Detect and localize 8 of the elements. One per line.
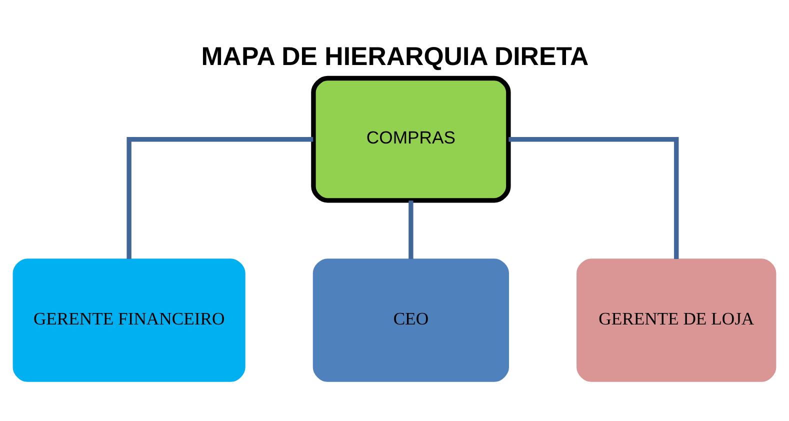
node-box: COMPRAS [311, 75, 511, 202]
diagram-title: MAPA DE HIERARQUIA DIRETA [201, 42, 589, 70]
node-box: CEO [312, 258, 510, 382]
connector [126, 136, 314, 258]
connector [508, 136, 679, 258]
connector [408, 200, 414, 259]
node-box: GERENTE DE LOJA [576, 258, 776, 382]
node-box: GERENTE FINANCEIRO [12, 258, 246, 382]
